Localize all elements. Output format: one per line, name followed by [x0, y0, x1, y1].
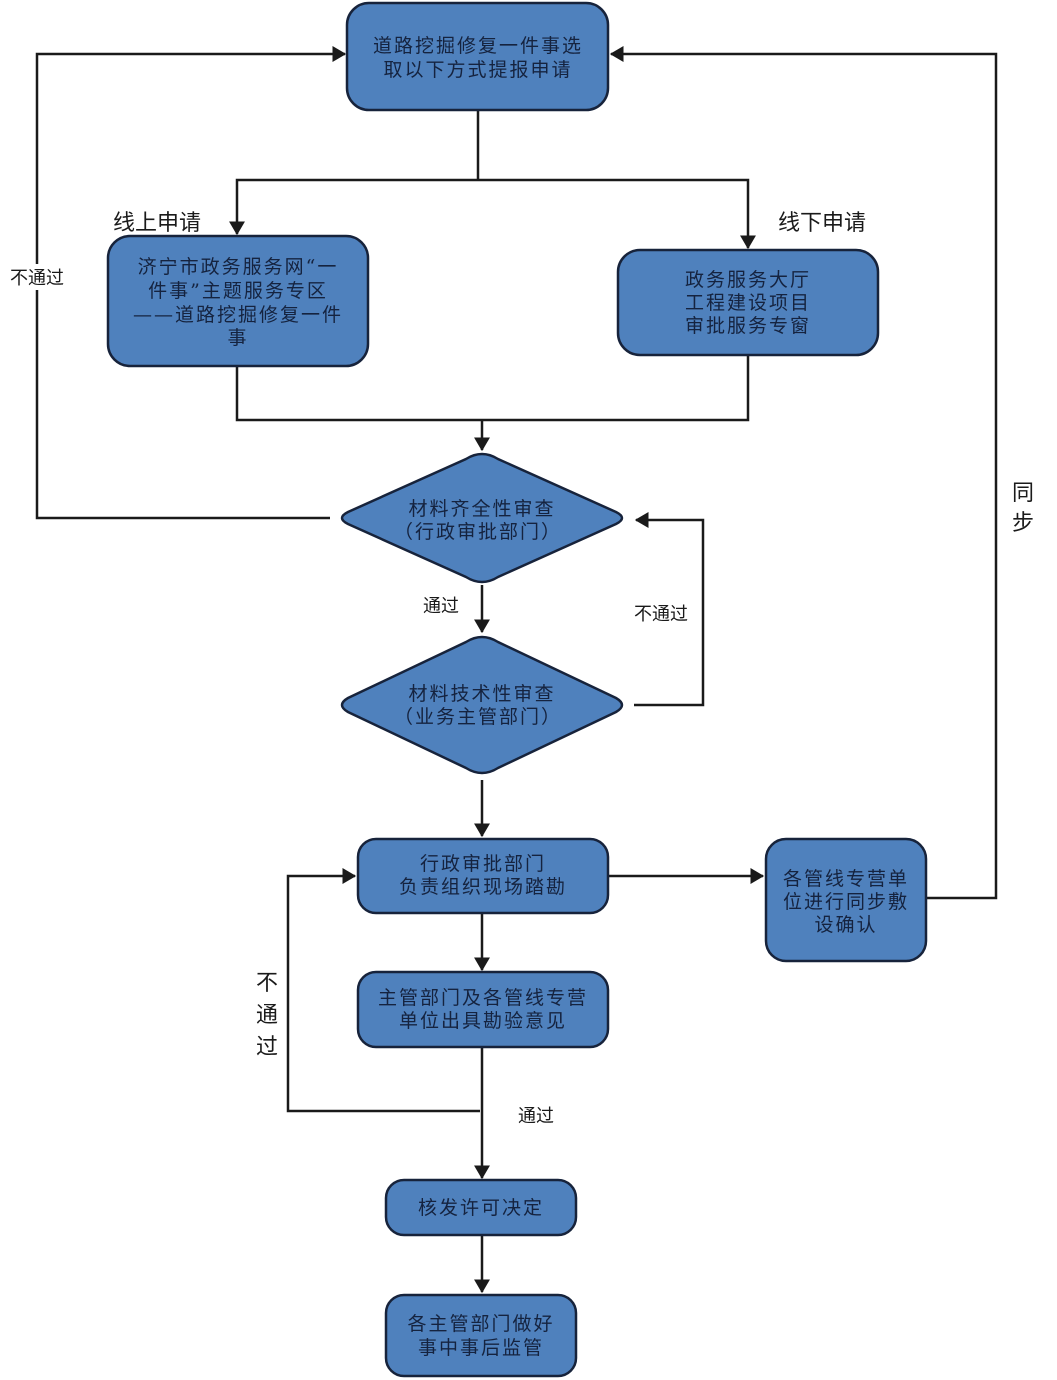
node-offline-line: 工程建设项目 [685, 292, 811, 314]
node-offline: 政务服务大厅 工程建设项目 审批服务专窗 [616, 248, 880, 357]
edge-start-to-online [229, 178, 478, 236]
node-opinion-line: 主管部门及各管线专营 [378, 987, 588, 1009]
node-pipeline-line: 各管线专营单 [783, 868, 909, 890]
edge-label-offline: 线下申请 [778, 211, 866, 236]
node-check1: 材料齐全性审查 （行政审批部门） [340, 452, 624, 584]
node-opinion-line: 单位出具勘验意见 [399, 1010, 567, 1032]
vertical-label-char: 通 [256, 1003, 278, 1028]
node-online-line: ——道路挖掘修复一件 [133, 304, 343, 326]
node-supervise: 各主管部门做好 事中事后监管 [384, 1293, 578, 1378]
node-pipeline-line: 设确认 [814, 914, 877, 936]
node-offline-line: 审批服务专窗 [685, 315, 811, 337]
node-check1-line: 材料齐全性审查 [408, 498, 555, 520]
edge-label-online: 线上申请 [113, 211, 201, 236]
edge-pipeline-sync-to-start [609, 46, 998, 900]
node-online-line: 济宁市政务服务网“一 [138, 256, 339, 278]
edge-opinion-fail-to-survey [286, 868, 480, 1113]
node-start-line: 道路挖掘修复一件事选 [373, 35, 583, 57]
node-opinion: 主管部门及各管线专营 单位出具勘验意见 [356, 970, 610, 1049]
node-check2-line: 材料技术性审查 [408, 683, 555, 705]
vertical-label-char: 过 [256, 1035, 278, 1060]
edge-check2-fail-to-check1 [634, 512, 705, 707]
edge-label-sync: 同步 [1012, 481, 1034, 536]
node-online: 济宁市政务服务网“一 件事”主题服务专区 ——道路挖掘修复一件 事 [106, 234, 370, 368]
node-online-line: 事 [227, 327, 248, 349]
node-start-line: 取以下方式提报申请 [383, 59, 572, 81]
edge-start-to-offline [478, 178, 756, 250]
vertical-label-char: 不 [256, 971, 278, 996]
node-supervise-line: 各主管部门做好 [407, 1313, 554, 1335]
node-permit: 核发许可决定 [384, 1178, 578, 1237]
vertical-label-char: 步 [1012, 511, 1034, 536]
edge-label-opinion-pass: 通过 [518, 1106, 554, 1127]
node-start: 道路挖掘修复一件事选 取以下方式提报申请 [345, 1, 610, 112]
node-survey: 行政审批部门 负责组织现场踏勘 [356, 837, 610, 915]
node-pipeline: 各管线专营单 位进行同步敷 设确认 [764, 837, 928, 963]
vertical-label-char: 同 [1012, 481, 1034, 506]
node-check2-line: （业务主管部门） [394, 706, 562, 728]
node-pipeline-line: 位进行同步敷 [783, 891, 909, 913]
node-survey-line: 行政审批部门 [420, 853, 546, 875]
node-supervise-line: 事中事后监管 [418, 1337, 544, 1359]
edge-online-to-merge [235, 355, 750, 422]
edge-label-opinion-fail: 不通过 [256, 971, 278, 1060]
node-check2: 材料技术性审查 （业务主管部门） [340, 635, 624, 775]
edge-label-check1-fail: 不通过 [10, 268, 64, 289]
edge-label-check1-pass: 通过 [423, 596, 459, 617]
edge-label-check2-fail: 不通过 [634, 604, 688, 625]
node-permit-line: 核发许可决定 [418, 1197, 544, 1219]
node-offline-line: 政务服务大厅 [685, 269, 811, 291]
node-online-line: 件事”主题服务专区 [148, 280, 328, 302]
node-check1-line: （行政审批部门） [394, 521, 562, 543]
node-survey-line: 负责组织现场踏勘 [399, 876, 567, 898]
